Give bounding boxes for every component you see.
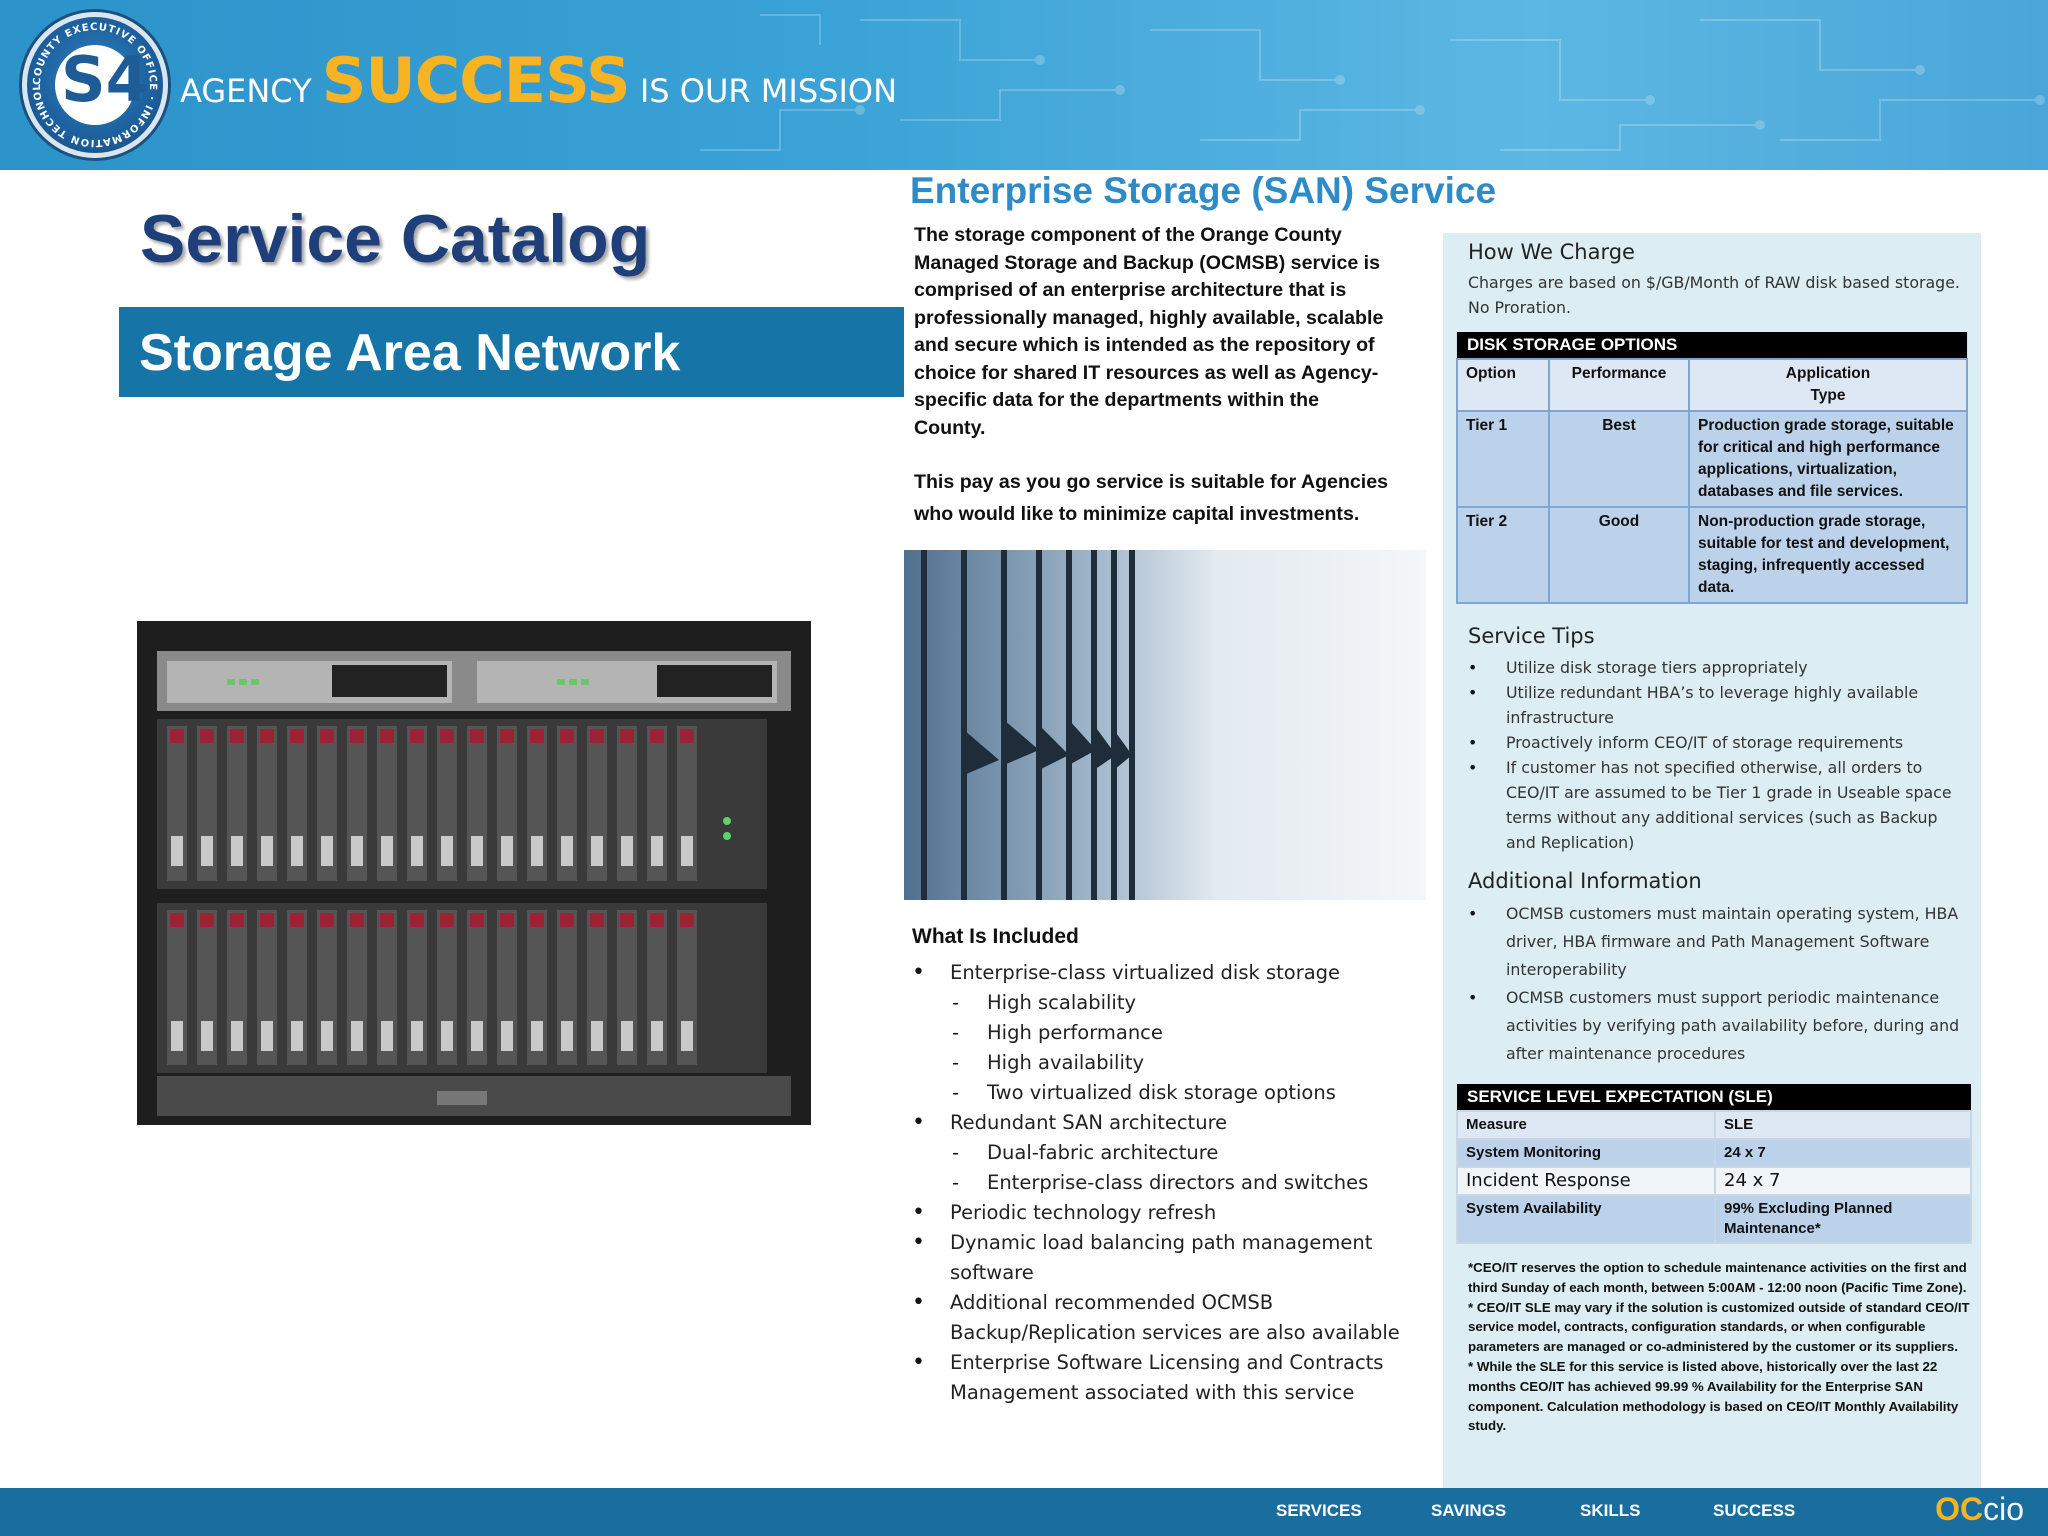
sle-cell: System Monitoring: [1456, 1138, 1716, 1168]
occio-logo-cio: cio: [1983, 1491, 2024, 1527]
service-title: Enterprise Storage (SAN) Service: [910, 170, 1497, 211]
included-subitem: Two virtualized disk storage options: [912, 1078, 1412, 1108]
options-header-performance: Performance: [1548, 358, 1690, 412]
options-cell: Tier 1: [1456, 410, 1550, 508]
tip-item: Utilize redundant HBA’s to leverage high…: [1468, 680, 1968, 730]
included-item: Enterprise-class virtualized disk storag…: [912, 958, 1412, 988]
included-subitem: Dual-fabric architecture: [912, 1138, 1412, 1168]
server-rack-photo: [904, 550, 1426, 900]
s4-logo-text: S4: [61, 43, 149, 116]
included-list: Enterprise-class virtualized disk storag…: [912, 958, 1412, 1408]
options-cell: Production grade storage, suitable for c…: [1688, 410, 1968, 508]
footer-nav-success[interactable]: SUCCESS: [1713, 1501, 1796, 1520]
header-banner: COUNTY EXECUTIVE OFFICE · INFORMATION TE…: [0, 0, 2048, 170]
included-subitem: High performance: [912, 1018, 1412, 1048]
seal-inner: [55, 45, 135, 125]
sle-cell: 24 x 7: [1714, 1166, 1972, 1196]
sle-cell: System Availability: [1456, 1194, 1716, 1244]
footer-nav-services[interactable]: SERVICES: [1276, 1501, 1362, 1520]
tagline-part2: IS OUR MISSION: [629, 72, 897, 110]
additional-info-title: Additional Information: [1468, 869, 1702, 893]
included-item: Dynamic load balancing path management s…: [912, 1228, 1412, 1288]
included-item: Redundant SAN architecture: [912, 1108, 1412, 1138]
additional-info-item: OCMSB customers must maintain operating …: [1468, 900, 1968, 984]
county-seal-logo: COUNTY EXECUTIVE OFFICE · INFORMATION TE…: [22, 12, 168, 158]
options-caption: DISK STORAGE OPTIONS: [1457, 332, 1967, 359]
sle-footnotes: *CEO/IT reserves the option to schedule …: [1468, 1258, 1976, 1436]
included-item: Enterprise Software Licensing and Contra…: [912, 1348, 1412, 1408]
section-bar: Storage Area Network: [119, 307, 904, 397]
footnote: * CEO/IT SLE may vary if the solution is…: [1468, 1299, 1970, 1355]
sle-cell: Incident Response: [1456, 1166, 1716, 1196]
sle-header-measure: Measure: [1456, 1110, 1716, 1140]
footnote: *CEO/IT reserves the option to schedule …: [1468, 1260, 1967, 1295]
charge-text: Charges are based on $/GB/Month of RAW d…: [1468, 273, 1960, 317]
service-intro-note: This pay as you go service is suitable f…: [914, 471, 1389, 525]
footer-nav-skills[interactable]: SKILLS: [1580, 1501, 1641, 1520]
sle-caption: SERVICE LEVEL EXPECTATION (SLE): [1457, 1084, 1971, 1111]
tip-item: Proactively inform CEO/IT of storage req…: [1468, 730, 1968, 755]
sle-table: SERVICE LEVEL EXPECTATION (SLE) Measure …: [1456, 1084, 1972, 1244]
circuit-pattern: [700, 14, 2045, 151]
page-title: Service Catalog: [140, 201, 651, 277]
options-cell: Tier 2: [1456, 506, 1550, 604]
additional-info-list: OCMSB customers must maintain operating …: [1468, 900, 1968, 1068]
tips-list: Utilize disk storage tiers appropriately…: [1468, 655, 1968, 855]
additional-info-item: OCMSB customers must support periodic ma…: [1468, 984, 1968, 1068]
sle-cell: 24 x 7: [1714, 1138, 1972, 1168]
sle-cell: 99% Excluding Planned Maintenance*: [1714, 1194, 1972, 1244]
server-rack-illustration: [904, 550, 1426, 900]
sle-header-sle: SLE: [1714, 1110, 1972, 1140]
included-subitem: High scalability: [912, 988, 1412, 1018]
tips-title: Service Tips: [1468, 624, 1595, 648]
included-title: What Is Included: [912, 925, 1079, 948]
footer-bar: SERVICES SAVINGS SKILLS SUCCESS: [0, 1488, 2048, 1536]
occio-logo-oc: OC: [1935, 1491, 1984, 1527]
options-header-option: Option: [1456, 358, 1550, 412]
tagline-highlight: SUCCESS: [321, 44, 631, 117]
tagline-part1: AGENCY: [180, 72, 322, 110]
options-cell: Best: [1548, 410, 1690, 508]
storage-array-photo: [137, 621, 811, 1125]
footnote: * While the SLE for this service is list…: [1468, 1358, 1959, 1434]
storage-array-illustration: [137, 621, 811, 1125]
charge-title: How We Charge: [1468, 240, 1635, 264]
tip-item: If customer has not specified otherwise,…: [1468, 755, 1968, 855]
footer-nav-savings[interactable]: SAVINGS: [1431, 1501, 1507, 1520]
included-item: Periodic technology refresh: [912, 1198, 1412, 1228]
options-header-application-type: Application Type: [1688, 358, 1968, 412]
options-cell: Non-production grade storage, suitable f…: [1688, 506, 1968, 604]
tip-item: Utilize disk storage tiers appropriately: [1468, 655, 1968, 680]
occio-logo: OCcio: [1935, 1491, 2024, 1528]
included-subitem: Enterprise-class directors and switches: [912, 1168, 1412, 1198]
section-title: Storage Area Network: [139, 324, 681, 382]
service-intro: The storage component of the Orange Coun…: [914, 224, 1384, 439]
tagline: AGENCY SUCCESS IS OUR MISSION: [180, 44, 897, 117]
included-subitem: High availability: [912, 1048, 1412, 1078]
options-cell: Good: [1548, 506, 1690, 604]
disk-storage-options-table: DISK STORAGE OPTIONS Option Performance …: [1456, 332, 1968, 604]
included-item: Additional recommended OCMSB Backup/Repl…: [912, 1288, 1412, 1348]
